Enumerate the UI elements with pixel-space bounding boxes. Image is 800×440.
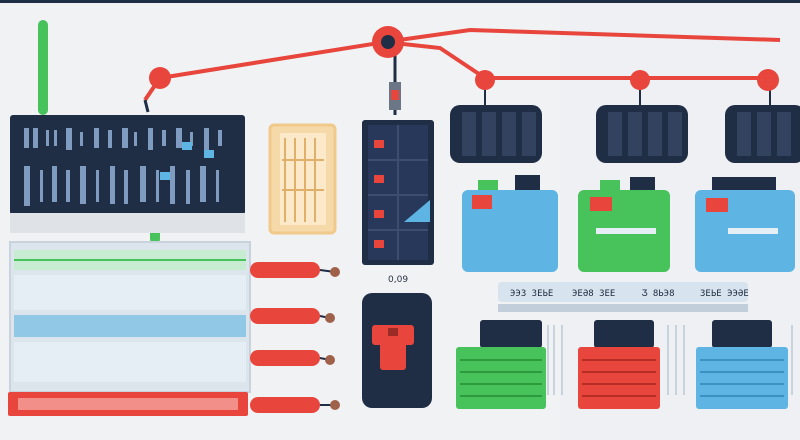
badge-label: Ӡ 8ЬЭ8: [642, 289, 675, 299]
wire-node: [149, 67, 171, 89]
battery-boxes: [462, 175, 795, 272]
antenna: [38, 20, 48, 115]
control-panel: [10, 115, 245, 233]
bottom-battery-stacks: [456, 320, 793, 409]
red-switch-icon: [362, 293, 432, 408]
label-badges: ЭЭЗ ЗЕЬЕ ЭЕӘ8 ЗЕЕ Ӡ 8ЬЭ8 ЗЕЬЕ ЭЭӘЕ: [498, 282, 749, 312]
wire-node: [475, 70, 495, 90]
top-strip: [0, 0, 800, 3]
meter-caption: 0,09: [388, 275, 408, 285]
wire-plug-light: [391, 90, 399, 100]
wire-node: [757, 69, 779, 91]
connector-tubes: [250, 262, 340, 413]
tall-meter-icon: [362, 120, 434, 265]
relay-modules: [450, 105, 800, 163]
badge-label: ЗЕЬЕ ЭЭӘЕ: [700, 289, 749, 299]
wire-node: [630, 70, 650, 90]
badge-label: ЭЕӘ8 ЗЕЕ: [572, 289, 615, 299]
pipe-rack: [8, 241, 251, 416]
wire-hub-center: [381, 35, 395, 49]
badge-label: ЭЭЗ ЗЕЬЕ: [510, 289, 553, 299]
fuse-block: [268, 123, 337, 235]
